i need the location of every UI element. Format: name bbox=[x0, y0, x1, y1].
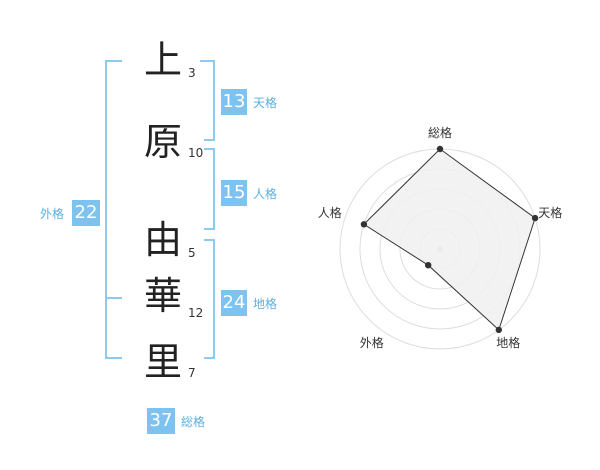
radar-axis-label-2: 天格 bbox=[538, 205, 562, 220]
gaikaku-bracket bbox=[105, 60, 122, 359]
radar-shape bbox=[363, 148, 536, 331]
kanji-char-2: 原 bbox=[143, 120, 182, 164]
chikaku-bracket bbox=[204, 239, 215, 359]
radar-axis-label-3: 地格 bbox=[496, 335, 520, 350]
stroke-count-2: 10 bbox=[188, 146, 204, 160]
jinkaku-badge: 15 bbox=[221, 180, 247, 206]
chikaku-label: 地格 bbox=[253, 297, 278, 311]
radar-point-1 bbox=[436, 145, 444, 153]
radar-point-2 bbox=[531, 214, 539, 222]
radar-axis-label-1: 総格 bbox=[428, 125, 452, 140]
stroke-count-1: 3 bbox=[188, 66, 196, 80]
soukaku-badge: 37 bbox=[147, 408, 175, 434]
chikaku-badge: 24 bbox=[221, 290, 247, 316]
stroke-count-3: 5 bbox=[188, 246, 196, 260]
gaikaku-badge: 22 bbox=[72, 200, 100, 226]
radar-axis-label-4: 外格 bbox=[360, 335, 384, 350]
kanji-char-3: 由 bbox=[143, 218, 182, 262]
radar-point-4 bbox=[425, 262, 432, 269]
kanji-char-4: 華 bbox=[143, 274, 182, 318]
jinkaku-label: 人格 bbox=[253, 187, 278, 201]
kanji-char-1: 上 bbox=[143, 38, 182, 82]
radar-axis-label-5: 人格 bbox=[318, 205, 342, 220]
tenkaku-bracket bbox=[200, 60, 215, 141]
stroke-count-5: 7 bbox=[188, 366, 196, 380]
gaikaku-label: 外格 bbox=[40, 207, 65, 221]
radar-point-5 bbox=[360, 221, 368, 228]
tenkaku-badge: 13 bbox=[221, 89, 247, 115]
soukaku-label: 総格 bbox=[181, 415, 206, 429]
tenkaku-label: 天格 bbox=[253, 96, 278, 110]
radar-point-3 bbox=[495, 326, 502, 334]
jinkaku-bracket bbox=[204, 148, 215, 230]
kanji-char-5: 里 bbox=[143, 340, 182, 384]
stroke-count-4: 12 bbox=[188, 306, 204, 320]
